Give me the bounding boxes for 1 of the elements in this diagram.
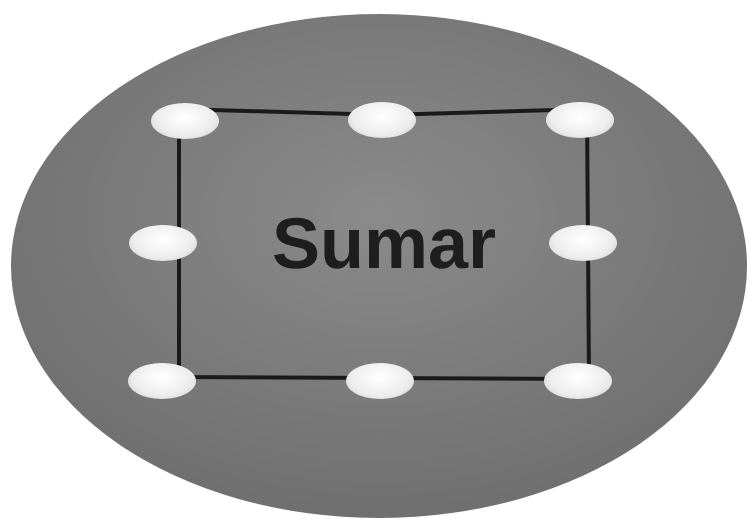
center-label: Sumar bbox=[272, 208, 496, 280]
